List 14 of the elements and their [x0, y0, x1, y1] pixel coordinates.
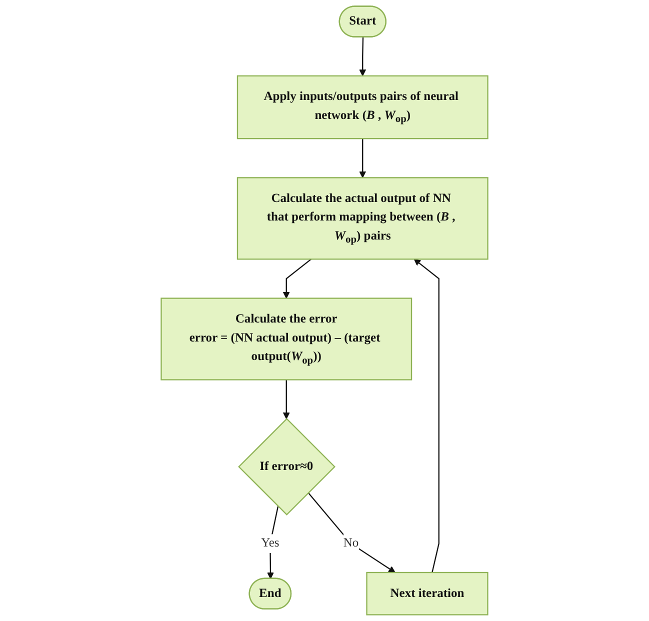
node-box: Calculate the actual output of NN that perform mapping between (B , W$_{op}$) pairs — [236, 177, 488, 260]
node-box: Next iteration — [366, 572, 488, 616]
arrow — [308, 492, 396, 573]
arrow — [414, 258, 440, 573]
edge-label: Yes — [261, 536, 280, 550]
arrow — [282, 258, 312, 299]
arrow — [267, 506, 279, 580]
node-box: Apply inputs/outputs pairs of neural network (B , W$_{op}$) — [236, 75, 488, 140]
edge-label: No — [343, 536, 359, 550]
arrow — [282, 380, 290, 420]
arrow — [359, 138, 366, 178]
node-box: Calculate the error error = (NN actual output) – (target output(W$_{op}$)) — [160, 298, 412, 380]
arrow — [359, 37, 366, 76]
node-diamond: If error≈0 — [238, 418, 336, 516]
